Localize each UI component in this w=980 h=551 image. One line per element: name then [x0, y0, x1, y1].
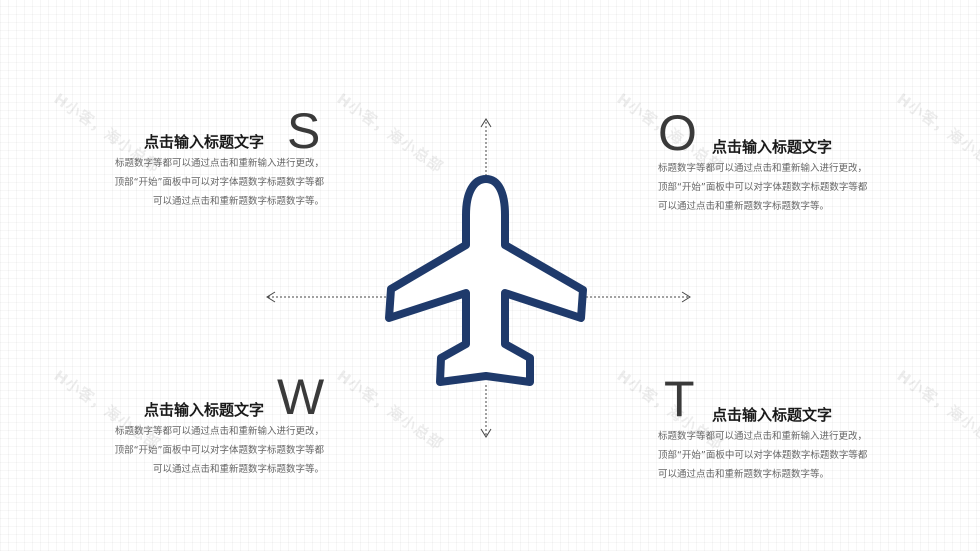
body-line: 标题数字等都可以通过点击和重新输入进行更改，: [114, 158, 324, 169]
swot-body-t[interactable]: 标题数字等都可以通过点击和重新输入进行更改， 顶部“开始”面板中可以对字体题数字…: [658, 427, 867, 484]
arrow-right-head: [681, 291, 691, 303]
body-line: 可以通过点击和重新题数字标题数字等。: [658, 469, 830, 480]
arrow-up-head: [480, 118, 492, 128]
body-line: 标题数字等都可以通过点击和重新输入进行更改，: [658, 431, 868, 442]
swot-body-w[interactable]: 标题数字等都可以通过点击和重新输入进行更改， 顶部“开始”面板中可以对字体题数字…: [115, 422, 324, 479]
body-line: 顶部“开始”面板中可以对字体题数字标题数字等都: [114, 445, 324, 456]
body-line: 顶部“开始”面板中可以对字体题数字标题数字等都: [114, 177, 324, 188]
body-line: 可以通过点击和重新题数字标题数字等。: [658, 201, 830, 212]
swot-letter-o: O: [658, 105, 697, 161]
arrow-left-head: [266, 291, 276, 303]
swot-letter-w: W: [277, 369, 325, 425]
swot-letter-s: S: [287, 103, 321, 159]
swot-title-t[interactable]: 点击输入标题文字: [712, 406, 833, 424]
swot-body-s[interactable]: 标题数字等都可以通过点击和重新输入进行更改， 顶部“开始”面板中可以对字体题数字…: [115, 154, 324, 211]
arrow-down-head: [480, 428, 492, 438]
swot-title-w[interactable]: 点击输入标题文字: [144, 401, 265, 419]
body-line: 可以通过点击和重新题数字标题数字等。: [152, 464, 324, 475]
body-line: 标题数字等都可以通过点击和重新输入进行更改，: [658, 163, 868, 174]
airplane-icon: [385, 175, 587, 386]
swot-body-o[interactable]: 标题数字等都可以通过点击和重新输入进行更改， 顶部“开始”面板中可以对字体题数字…: [658, 159, 867, 216]
body-line: 可以通过点击和重新题数字标题数字等。: [152, 196, 324, 207]
axis-arrows: [266, 118, 691, 438]
swot-letter-t: T: [664, 371, 695, 427]
swot-title-s[interactable]: 点击输入标题文字: [144, 133, 265, 151]
body-line: 顶部“开始”面板中可以对字体题数字标题数字等都: [658, 450, 868, 461]
body-line: 顶部“开始”面板中可以对字体题数字标题数字等都: [658, 182, 868, 193]
swot-title-o[interactable]: 点击输入标题文字: [712, 138, 833, 156]
body-line: 标题数字等都可以通过点击和重新输入进行更改，: [114, 426, 324, 437]
